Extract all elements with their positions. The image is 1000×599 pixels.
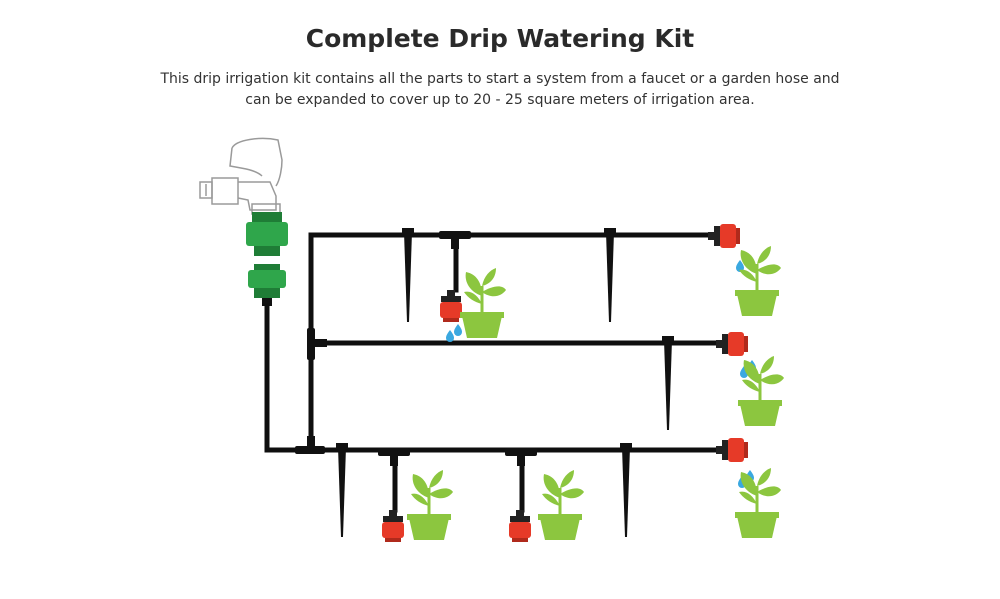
stake-icon xyxy=(336,228,674,537)
faucet-icon xyxy=(199,137,283,215)
potted-plant-icon xyxy=(405,244,786,542)
page-title: Complete Drip Watering Kit xyxy=(305,24,695,53)
hose-connector-icon xyxy=(246,212,288,306)
page-subtitle: This drip irrigation kit contains all th… xyxy=(160,71,840,108)
pipe-network xyxy=(264,232,738,513)
tee-connector-icon xyxy=(295,231,537,466)
